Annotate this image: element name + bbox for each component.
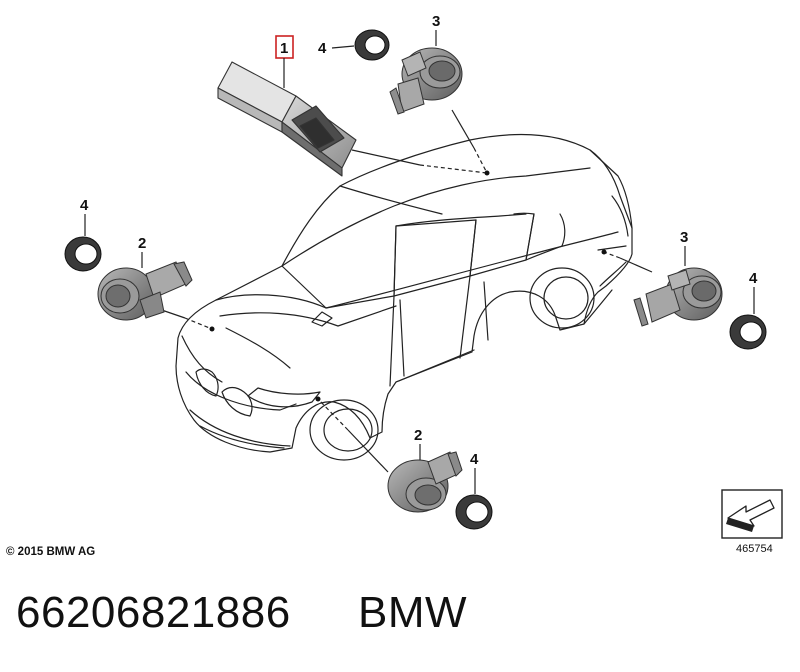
sensor-bottom xyxy=(387,451,463,513)
callout-3-top: 3 xyxy=(432,13,440,30)
leader-lines xyxy=(149,109,653,473)
leader-dots xyxy=(209,170,607,402)
part-number-label: 66206821886 xyxy=(16,588,291,637)
sensor-top xyxy=(389,47,463,115)
ring-top xyxy=(354,29,390,61)
car-outline xyxy=(175,133,633,461)
control-module xyxy=(217,61,357,177)
brand-label: BMW xyxy=(358,588,468,637)
callout-4-bottom: 4 xyxy=(470,451,479,468)
copyright-text: © 2015 BMW AG xyxy=(6,546,95,558)
callout-4-right: 4 xyxy=(749,270,758,287)
ring-right xyxy=(729,314,767,350)
sensor-right xyxy=(633,267,723,327)
diagram-number: 465754 xyxy=(736,543,773,555)
callout-2-left: 2 xyxy=(138,235,146,252)
ring-bottom xyxy=(455,494,493,530)
callout-4-top: 4 xyxy=(318,40,327,57)
callout-3-right: 3 xyxy=(680,229,688,246)
callout-2-bottom: 2 xyxy=(414,427,422,444)
callout-4-left: 4 xyxy=(80,197,89,214)
ring-left xyxy=(64,236,102,272)
catalog-arrow-icon xyxy=(721,489,783,539)
callout-1: 1 xyxy=(280,40,288,57)
sensor-left xyxy=(97,261,193,321)
